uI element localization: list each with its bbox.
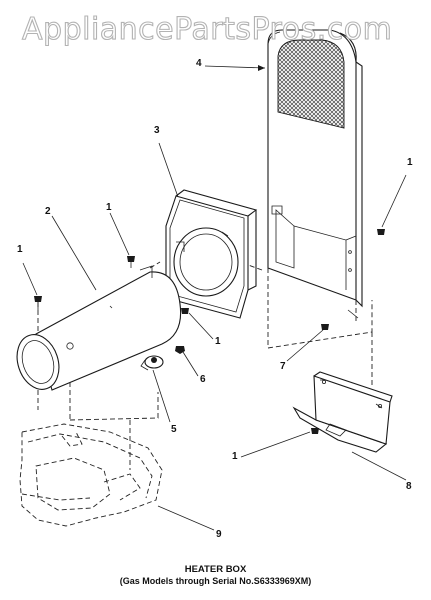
callout-8: 8 [406,481,412,492]
diagram-subtitle: (Gas Models through Serial No.S6333969XM… [119,576,312,586]
callout-1-left: 1 [17,244,23,255]
diagram-title: HEATER BOX [184,564,247,575]
callout-2: 2 [45,206,51,217]
watermark-logo: AppliancePartsPros.com [21,11,393,47]
screw-bottom [311,428,319,434]
sensor-part [140,355,164,371]
flange-adaptor [165,189,258,319]
burner-assembly-outline [19,423,163,527]
nut-part [175,346,185,354]
callout-1-bottom: 1 [232,451,238,462]
callout-1-top: 1 [106,202,112,213]
burner-tube [16,265,182,391]
callout-7: 7 [280,361,286,372]
callout-1-right: 1 [407,157,413,168]
callout-9: 9 [216,529,222,540]
screw-top [127,256,135,268]
callout-5: 5 [171,424,177,435]
screw-mid [181,308,189,314]
callout-3: 3 [154,125,160,136]
screw-fasteners [34,229,385,434]
leader-lines [22,65,407,531]
callout-4: 4 [196,58,202,69]
shield-bracket [292,371,393,453]
screw-panel [321,324,329,330]
callout-6: 6 [200,374,206,385]
callout-1-mid: 1 [215,336,221,347]
vent-grille [277,39,345,129]
screw-right [377,229,385,235]
screw-left [34,296,42,310]
heater-box-panel [267,29,363,319]
